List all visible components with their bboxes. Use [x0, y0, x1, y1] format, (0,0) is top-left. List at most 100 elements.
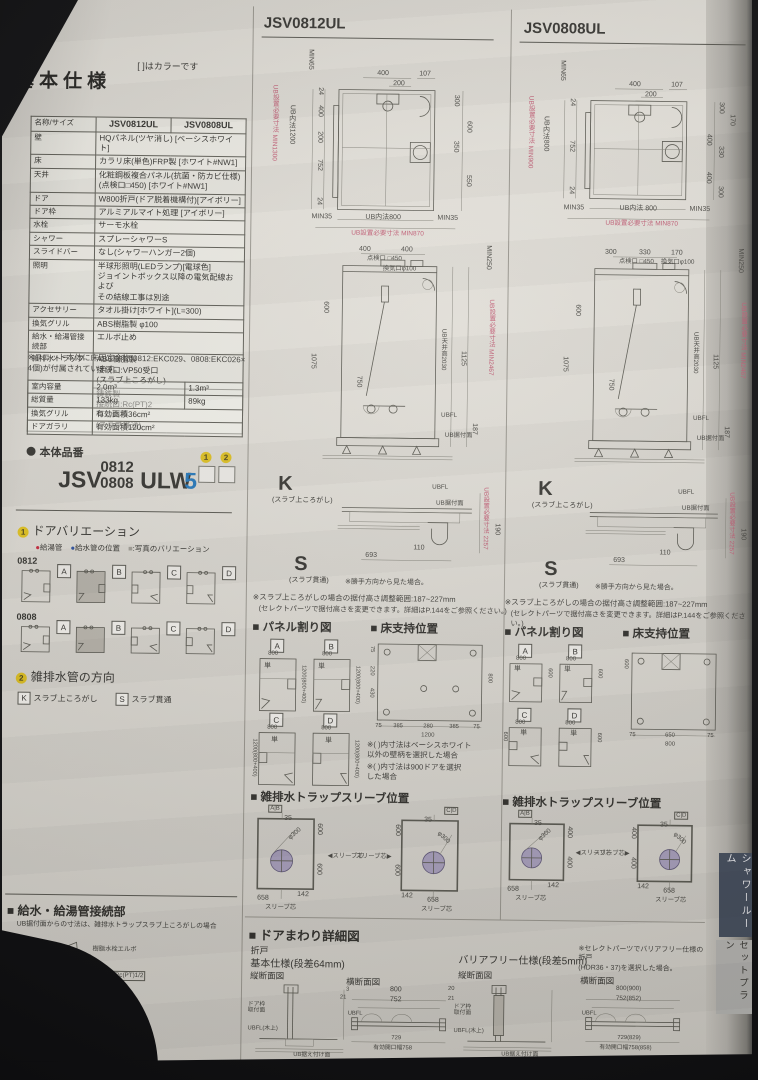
sleeve-heading-0812: ■ 雑排水トラップスリーブ位置 — [250, 791, 410, 806]
s-drawing-0808: UBFL UB据付面 UB設置必要寸法 2257 190 693 110 — [581, 486, 750, 580]
dim-label: 658 — [427, 896, 439, 904]
spec-label: 照明 — [28, 258, 95, 305]
size-label-0808: 0808 — [16, 611, 37, 622]
dim-label: 1200(800+400) — [300, 665, 307, 704]
dim-label: 550 — [464, 175, 472, 187]
panel-diagram-0812-D: D 800 単 1200(800+400) — [310, 713, 360, 808]
spec-corner-label: 名称/サイズ — [30, 116, 97, 132]
dim-label: 800 — [267, 724, 278, 731]
dim-label: 600 — [315, 863, 323, 876]
group-tag: A|B — [268, 804, 282, 813]
dim-label: 800 — [486, 673, 493, 684]
door-variant-0808-A: A — [20, 620, 71, 654]
dim-label: 190 — [493, 523, 501, 536]
dim-label: 単 — [570, 730, 578, 738]
dim-label: 300 — [717, 102, 725, 114]
dim-label: 600 — [501, 731, 508, 742]
vertical-section-drawing-basic: UBFL(木上) ドア枠 取付面 UB据え付け面 — [245, 980, 354, 1059]
size-label-0812: 0812 — [17, 555, 38, 566]
dim-label: スリーブ芯 — [515, 894, 547, 903]
dim-label: UB設置必要寸法 2257 — [727, 492, 736, 555]
dim-label: 35 — [284, 814, 292, 822]
dim-label: UB据付面 — [696, 434, 725, 443]
s-sub-0808: (スラブ貫通) — [538, 581, 579, 590]
vol-label: ドアガラリ — [27, 420, 93, 435]
dim-label: UB設置必要寸法 2257 — [481, 487, 490, 550]
variant-label: D — [221, 622, 236, 637]
option-box-2 — [218, 466, 236, 484]
dim-label: 693 — [365, 551, 378, 559]
panel-diagram-0808-C: C 800 単 600 — [502, 707, 552, 783]
part-number-heading-label: 本体品番 — [39, 446, 84, 460]
dim-label: 350 — [452, 140, 460, 153]
panel-note-2: ※( )内寸法は900ドアを選択 した場合 — [366, 761, 462, 782]
badge-1: 1 — [200, 451, 212, 463]
option-box-1 — [198, 465, 216, 483]
spec-label: シャワー — [29, 232, 95, 247]
dim-label: 600 — [596, 668, 603, 679]
table-row: ドアガラリ有効面積120cm² — [27, 420, 243, 437]
dim-label: 400 — [704, 171, 713, 184]
dim-label: UB設置必要寸法 MIN2467 — [487, 299, 495, 376]
dim-label: 187 — [470, 423, 478, 435]
dim-label: 280 — [423, 723, 433, 730]
adjust-note-2: (セレクトパーツで据付高さを変更できます。詳細はP.144をご参照ください。) — [258, 603, 507, 616]
dim-label: 75 — [473, 724, 480, 731]
tab-shower-room: シャワールーム — [719, 853, 755, 937]
vol-label: 換気グリル — [27, 406, 93, 422]
dim-label: 200 — [316, 131, 324, 143]
floor-heading-0812: ■ 床支持位置 — [370, 622, 439, 636]
variant-label: A — [57, 564, 72, 579]
dim-label: 729 — [391, 1035, 402, 1042]
elevation-drawing-0812: 400 400 点検口 □450 換気口φ100 MIN250 600 1075… — [262, 245, 500, 480]
panel-diagram-0808-A: A 800 単 600 — [507, 643, 553, 719]
s-label: スラブ貫通 — [131, 694, 172, 705]
dim-label: 600 — [393, 824, 402, 836]
divider — [15, 509, 232, 514]
dim-label: MIN65 — [307, 49, 315, 70]
dim-label: MIN35 — [563, 204, 585, 212]
dim-label: 600 — [322, 301, 330, 314]
floor-support-0808: 600 75 650 75 800 — [617, 645, 736, 748]
variant-label: B — [111, 620, 126, 635]
dim-label: 693 — [613, 556, 626, 564]
dim-label: 107 — [419, 70, 431, 78]
vol-value: 133kg — [92, 394, 185, 409]
dim-label: 点検口 □450 — [366, 254, 402, 263]
dim-label: 752 — [316, 159, 324, 171]
badge-1: 1 — [17, 526, 29, 538]
dim-label: UB設置必要寸法 MIN2467 — [739, 302, 747, 379]
dim-label: 170 — [728, 114, 736, 127]
dim-label: UB内法800 — [365, 213, 401, 222]
dim-label: 1075 — [309, 353, 317, 369]
product-name-0812: JSV0812UL — [95, 117, 172, 133]
divider — [5, 893, 238, 898]
panel-note-1: ※( )内寸法はベーシスホワイト 以外の壁柄を選択した場合 — [366, 739, 472, 761]
dim-label: 170 — [670, 249, 683, 257]
dim-label: 24 — [567, 186, 575, 195]
dim-label: 190 — [739, 528, 747, 541]
spec-label: スライドバー — [29, 245, 95, 260]
door-variant-0812-C: C — [131, 565, 182, 605]
dim-label: UB設置必要寸法 MIN1300 — [270, 84, 279, 161]
legend-hot-water: 給湯管 — [39, 542, 63, 553]
dim-label: MIN35 — [437, 214, 459, 222]
dim-label: 600 — [574, 304, 582, 317]
k-mark-0812: K — [278, 472, 293, 495]
dim-label: UB据付面 — [681, 504, 710, 513]
dim-label: UB内法1200 — [288, 104, 296, 145]
door-variant-0812-D: D — [186, 566, 237, 606]
dim-label: UBFL — [581, 1010, 597, 1017]
vol-label: 室内容量 — [27, 380, 93, 395]
dim-label: 75 — [375, 722, 382, 730]
spec-label: 天井 — [30, 168, 96, 193]
dim-label: 3 — [345, 986, 350, 993]
horizontal-section-label: 横断面図 — [346, 976, 381, 988]
s-sub-0812: (スラブ貫通) — [288, 576, 329, 585]
spec-value: 半球形照明(LEDランプ)[電球色] ジョイントボックス以降の電気配線および そ… — [93, 259, 245, 306]
panel-diagram-0812-C: C 800 単 1200(800+400) — [251, 712, 305, 808]
dim-label: 1125 — [459, 350, 467, 367]
